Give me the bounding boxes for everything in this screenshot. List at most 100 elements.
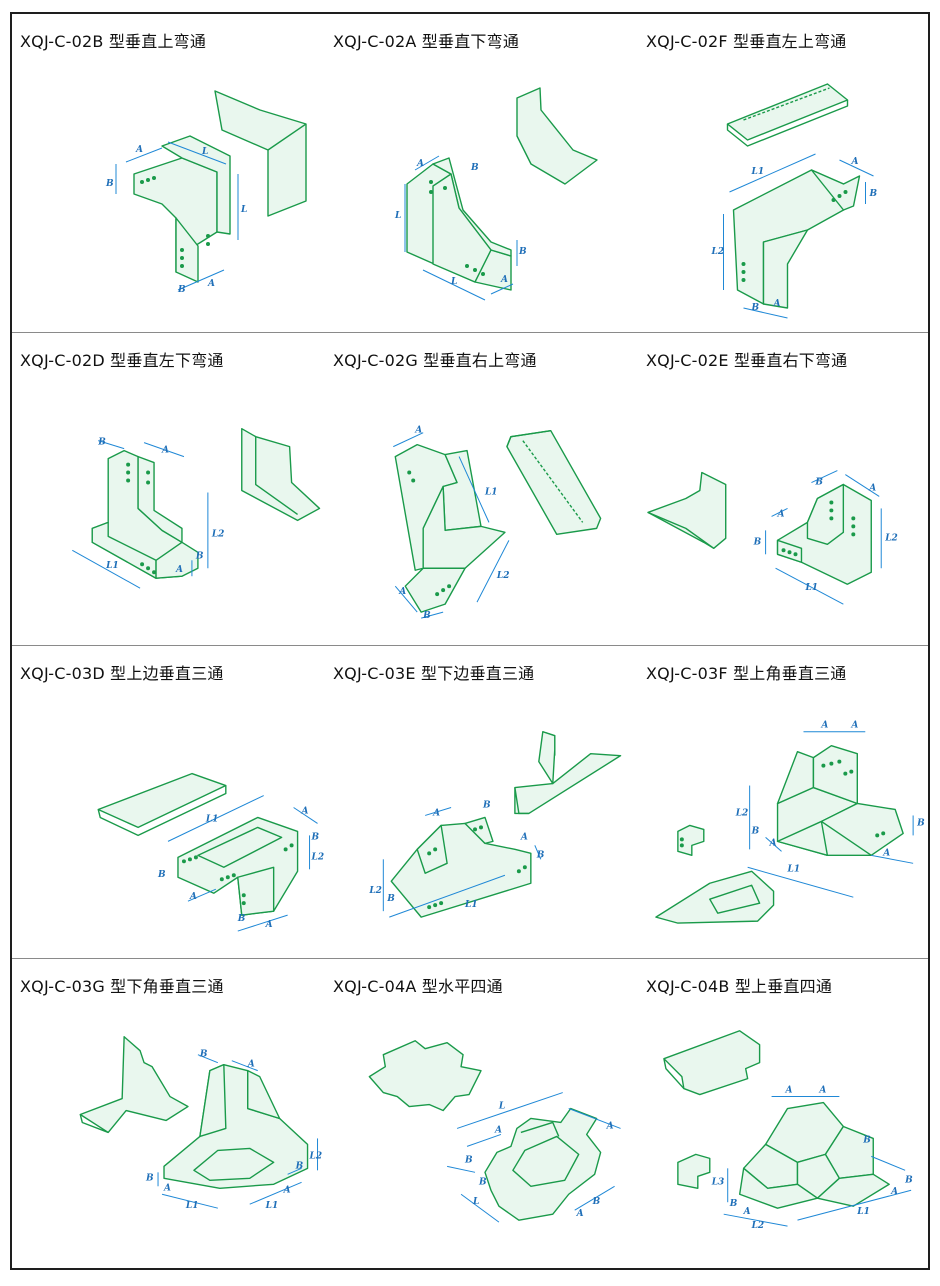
fitting-diagram-02f: L1 A B L2 B A [711,83,878,319]
item-caption: XQJ-C-02F 型垂直左上弯通 [646,32,847,51]
catalog-row-2: B A L2 L1 A B XQJ-C-02D 型垂直左下弯通 [12,332,928,645]
dim-label: A [820,721,828,731]
fitting-diagram-02e: B A A B L2 L1 [647,470,898,605]
dim-label: B [751,303,760,313]
item-caption: XQJ-C-02E 型垂直右下弯通 [646,351,848,370]
dim-label: B [195,551,204,561]
catalog-item-02b: A B L L A B XQJ-C-02B 型垂直上弯通 [12,14,325,332]
dim-label: B [422,611,431,621]
dim-label: B [814,478,823,488]
dim-label: A [743,1207,751,1217]
dim-label: B [157,870,166,880]
catalog-item-03f: A A L2 B A L1 A B XQJ-C-03F 型上角垂直三通 [638,646,932,958]
catalog-row-1: A B L L A B XQJ-C-02B 型垂直上弯通 [12,14,928,332]
dim-label: L [472,1197,479,1207]
dim-label: L2 [496,571,510,581]
dim-label: A [265,920,273,930]
catalog-item-02e: B A A B L2 L1 XQJ-C-02E 型垂直右下弯通 [638,333,932,645]
dim-label: A [818,1086,826,1096]
dim-label: B [177,285,186,295]
dim-label: A [851,157,859,167]
dim-label: B [753,537,762,547]
dim-label: A [606,1121,614,1131]
fitting-diagram-03d: L1 A B L2 B A B A [97,772,325,932]
dim-label: L1 [751,167,765,177]
dim-label: A [135,145,143,155]
fitting-diagram-04a: L A A B B L A B [368,1040,621,1223]
dim-label: B [751,826,760,836]
item-caption: XQJ-C-03F 型上角垂直三通 [646,664,847,683]
dim-label: L1 [804,583,818,593]
catalog-item-04a: L A A B B L A B XQJ-C-04A 型水平四通 [325,959,638,1272]
catalog-item-04b: A A B L3 B A L2 L1 A B XQJ-C-04B 型上垂直四通 [638,959,932,1272]
dim-label: B [592,1197,601,1207]
dim-label: A [500,275,508,285]
catalog-item-03d: L1 A B L2 B A B A XQJ-C-03D 型上边垂直三通 [12,646,325,958]
dim-label: L2 [735,808,749,818]
dim-label: B [311,832,320,842]
item-caption: XQJ-C-03E 型下边垂直三通 [333,664,535,683]
dim-label: B [199,1050,208,1060]
dim-label: A [301,806,309,816]
catalog-item-02a: A B L L B A XQJ-C-02A 型垂直下弯通 [325,14,638,332]
fitting-diagram-04b: A A B L3 B A L2 L1 A B [663,1030,913,1231]
dim-label: A [882,848,890,858]
dim-label: L2 [311,852,325,862]
dim-label: B [536,850,545,860]
dim-label: L2 [309,1151,323,1161]
dim-label: A [868,483,876,493]
dim-label: B [464,1155,473,1165]
dim-label: B [729,1199,738,1209]
dim-label: B [916,818,925,828]
dim-label: L1 [856,1207,870,1217]
dim-label: L [450,277,457,287]
dim-label: L1 [205,814,219,824]
dim-label: A [785,1086,793,1096]
dim-label: A [494,1125,502,1135]
dim-label: B [145,1173,154,1183]
catalog-item-03e: A B A B L2 B L1 XQJ-C-03E 型下边垂直三通 [325,646,638,958]
dim-label: A [175,565,183,575]
dim-label: A [576,1209,584,1219]
dim-label: A [850,721,858,731]
dim-label: L2 [211,529,225,539]
dim-label: L1 [105,561,119,571]
dim-label: L2 [711,247,725,257]
dim-label: B [904,1175,913,1185]
catalog-item-02g: A L1 L2 A B XQJ-C-02G 型垂直右上弯通 [325,333,638,645]
dim-label: L1 [185,1201,199,1211]
dim-label: L [498,1102,505,1112]
dim-label: L1 [484,487,498,497]
dim-label: A [207,279,215,289]
dim-label: A [520,832,528,842]
dim-label: A [769,838,777,848]
dim-label: A [773,299,781,309]
dim-label: L1 [464,900,478,910]
dim-label: A [890,1187,898,1197]
item-caption: XQJ-C-02B 型垂直上弯通 [20,32,207,51]
dim-label: L [394,211,401,221]
catalog-row-4: B A L2 B A L1 L1 A B XQJ-C-03G 型下角垂直三通 [12,958,928,1272]
dim-label: A [161,446,169,456]
dim-label: A [189,892,197,902]
item-caption: XQJ-C-02G 型垂直右上弯通 [333,351,537,370]
catalog-item-03g: B A L2 B A L1 L1 A B XQJ-C-03G 型下角垂直三通 [12,959,325,1272]
dim-label: A [398,587,406,597]
dim-label: L1 [787,864,801,874]
dim-label: B [105,179,114,189]
dim-label: L2 [368,886,382,896]
dim-label: A [247,1060,255,1070]
dim-label: L [201,147,208,157]
dim-label: B [295,1161,304,1171]
item-caption: XQJ-C-04A 型水平四通 [333,977,503,996]
fitting-diagram-02a: A B L L B A [394,87,598,301]
dim-label: B [478,1177,487,1187]
dim-label: A [416,159,424,169]
dim-label: B [862,1135,871,1145]
dim-label: B [482,800,491,810]
dim-label: B [386,894,395,904]
item-caption: XQJ-C-02D 型垂直左下弯通 [20,351,224,370]
fitting-diagram-02g: A L1 L2 A B [393,426,602,621]
fitting-diagram-03e: A B A B L2 B L1 [368,731,622,918]
dim-label: A [777,509,785,519]
